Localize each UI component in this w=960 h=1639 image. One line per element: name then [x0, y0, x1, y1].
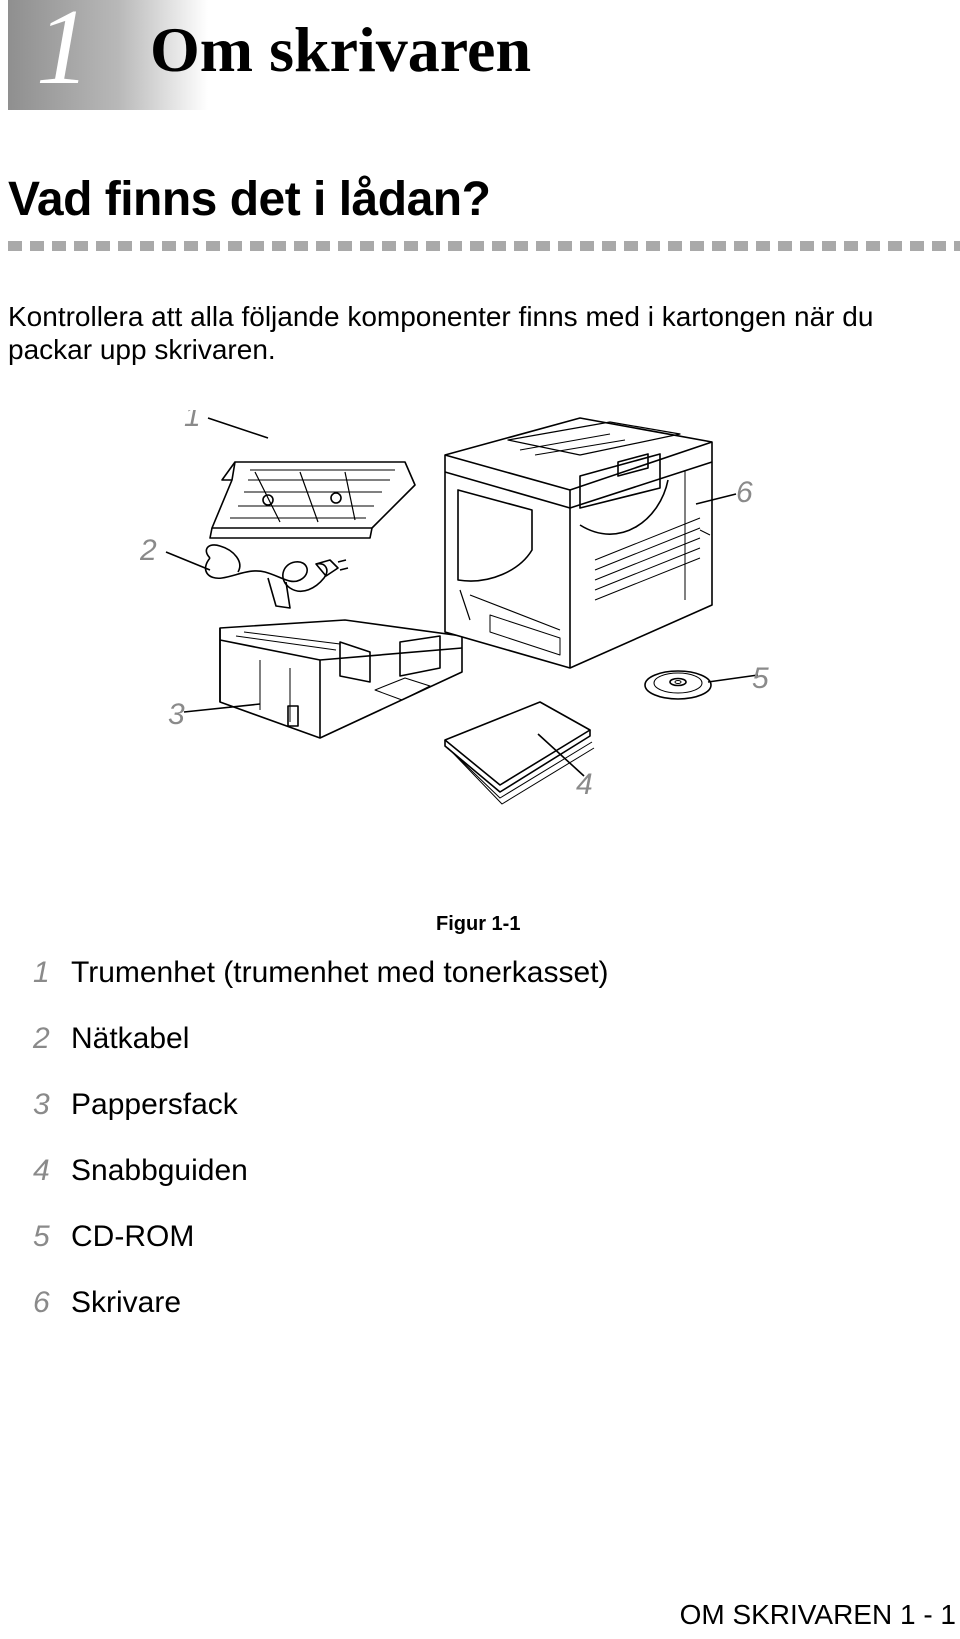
callout-6: 6 [736, 476, 753, 509]
callout-4: 4 [576, 768, 593, 801]
item-label: Snabbguiden [71, 1154, 248, 1187]
item-number: 5 [33, 1220, 50, 1253]
leader-line-6 [695, 493, 737, 505]
callout-3: 3 [168, 698, 185, 731]
item-label: Pappersfack [71, 1088, 238, 1121]
box-contents-illustration: 1 2 3 4 5 6 [140, 410, 769, 805]
list-item: 3 Pappersfack [33, 1085, 608, 1151]
chapter-title: Om skrivaren [150, 14, 532, 85]
callout-5: 5 [752, 662, 769, 695]
component-list: 1 Trumenhet (trumenhet med tonerkasset) 2… [33, 953, 608, 1349]
power-cord-drawing [204, 544, 349, 609]
chapter-number: 1 [36, 0, 90, 107]
list-item: 2 Nätkabel [33, 1019, 608, 1085]
list-item: 1 Trumenhet (trumenhet med tonerkasset) [33, 953, 608, 1019]
item-number: 2 [33, 1022, 50, 1055]
drum-unit-drawing [209, 461, 416, 539]
item-number: 3 [33, 1088, 50, 1121]
printer-drawing [444, 417, 713, 669]
item-number: 4 [33, 1154, 50, 1187]
chapter-header: 1 Om skrivaren [8, 0, 960, 110]
page-footer: OM SKRIVAREN 1 - 1 [679, 1599, 956, 1630]
item-number: 1 [33, 956, 50, 989]
section-heading: Vad finns det i lådan? [8, 173, 491, 226]
leader-line-5 [707, 674, 759, 683]
paper-tray-drawing [219, 619, 463, 739]
item-label: CD-ROM [71, 1220, 195, 1253]
list-item: 6 Skrivare [33, 1283, 608, 1349]
quick-guide-drawing [444, 701, 595, 805]
dotted-divider [8, 241, 960, 251]
callout-1: 1 [184, 410, 201, 433]
list-item: 5 CD-ROM [33, 1217, 608, 1283]
item-number: 6 [33, 1286, 50, 1319]
leader-line-3 [183, 703, 261, 713]
chapter-badge: 1 [8, 0, 208, 110]
cd-rom-drawing [644, 670, 712, 700]
intro-paragraph: Kontrollera att alla följande komponente… [8, 301, 874, 365]
leader-line-2 [165, 551, 211, 571]
item-label: Skrivare [71, 1286, 182, 1319]
figure-caption: Figur 1-1 [436, 913, 521, 935]
item-label: Trumenhet (trumenhet med tonerkasset) [71, 956, 609, 989]
leader-line-4 [537, 733, 585, 777]
leader-line-1 [207, 417, 269, 439]
item-label: Nätkabel [71, 1022, 190, 1055]
list-item: 4 Snabbguiden [33, 1151, 608, 1217]
callout-2: 2 [140, 534, 157, 567]
